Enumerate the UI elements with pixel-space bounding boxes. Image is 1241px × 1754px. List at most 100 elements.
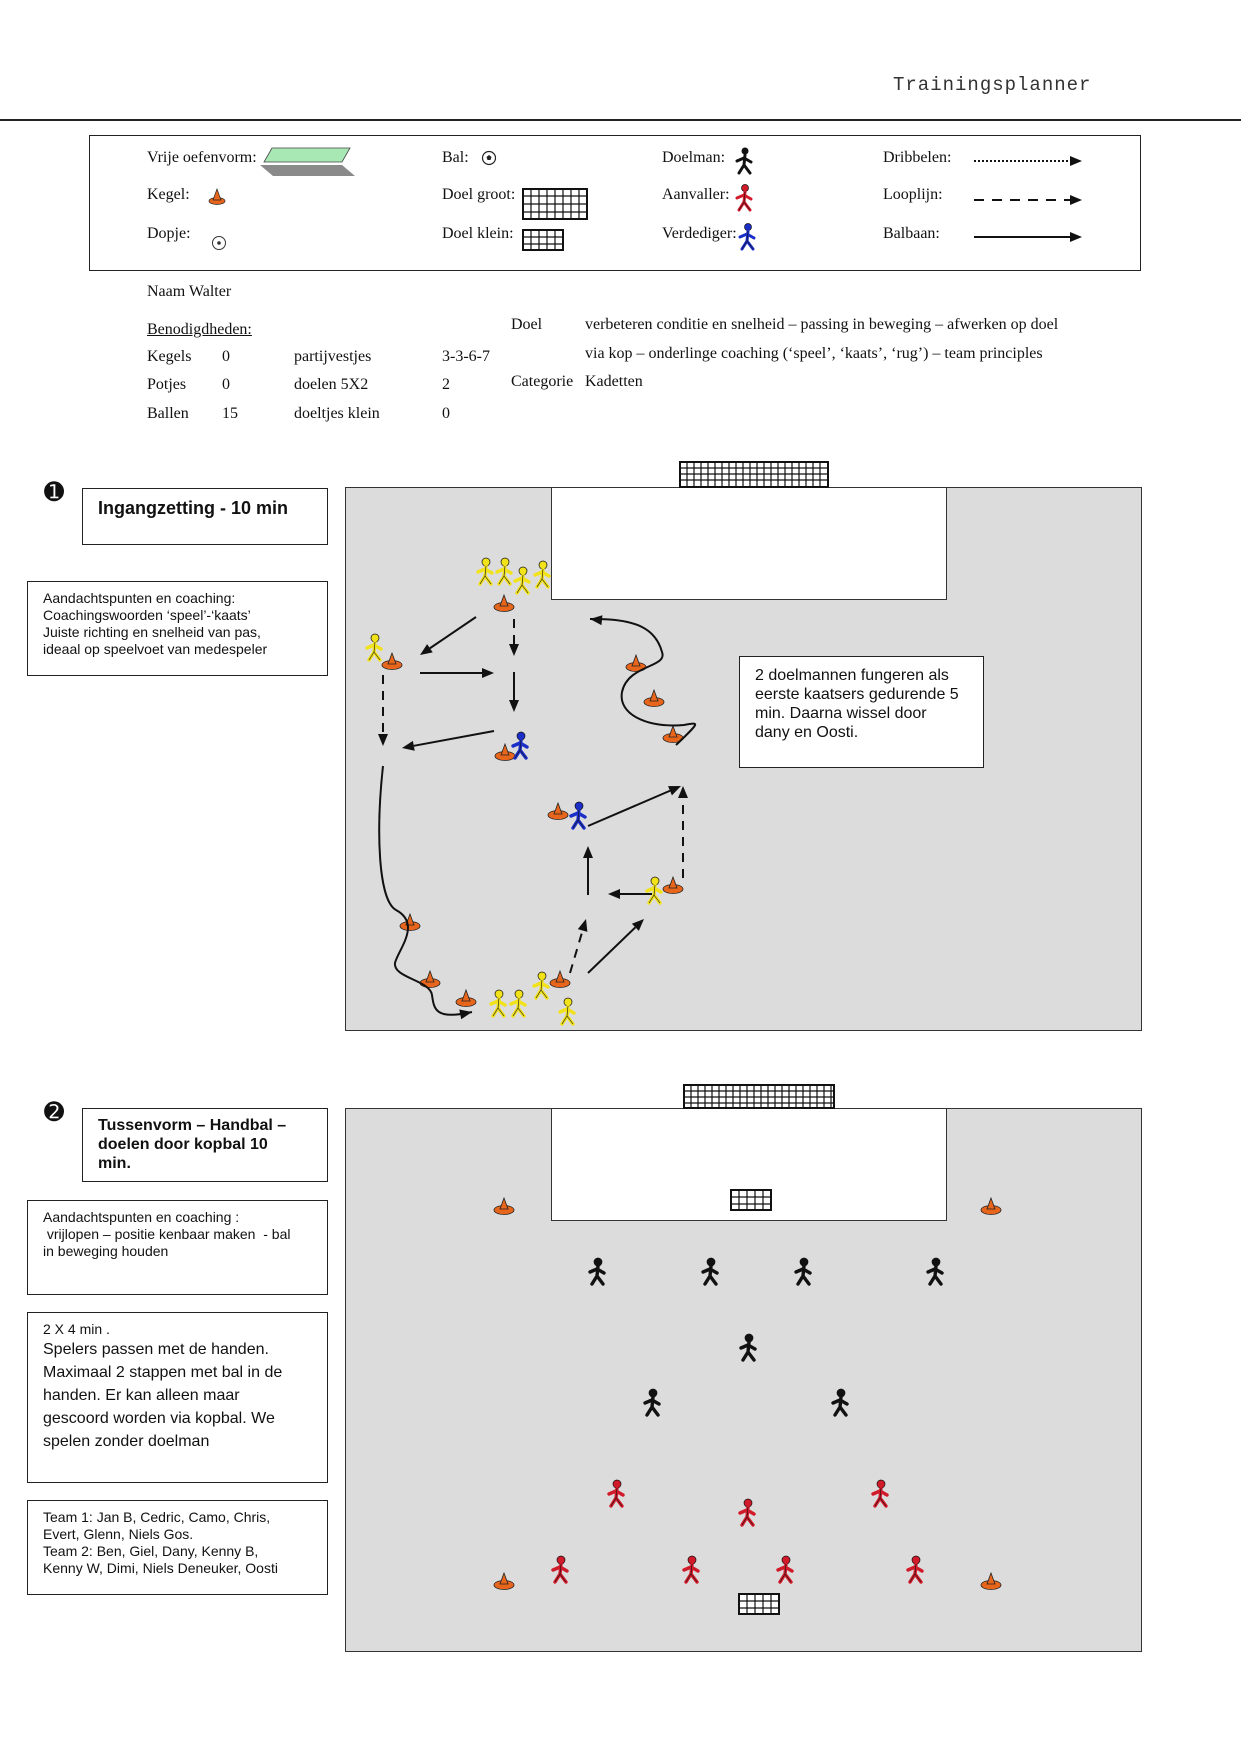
legend-doelman-label: Doelman: [662, 149, 726, 166]
red-player [738, 1498, 756, 1527]
cone-icon [493, 593, 515, 612]
section2-rules-line: gescoord worden via kopbal. We [43, 1410, 275, 1427]
goal-text-line1: verbeteren conditie en snelheid – passin… [585, 316, 1059, 333]
pass-arrow [420, 668, 494, 678]
section1-title-box: Ingangzetting - 10 min [82, 488, 328, 545]
pass-arrow [587, 919, 644, 974]
section2-coaching-line: Aandachtspunten en coaching : [43, 1209, 240, 1225]
cone-icon [493, 1571, 515, 1590]
run-arrow [378, 675, 388, 746]
section1-coaching-box: Aandachtspunten en coaching: Coachingswo… [27, 581, 328, 676]
yellow-player [533, 560, 551, 589]
section1-penalty-area [551, 487, 947, 600]
cone-icon [455, 988, 477, 1007]
cone-icon [980, 1196, 1002, 1215]
section2-teams-line: Team 1: Jan B, Cedric, Camo, Chris, [43, 1509, 271, 1525]
yellow-player [645, 876, 663, 905]
black-player [739, 1333, 757, 1362]
pass-arrow [608, 889, 652, 899]
section1-coaching-line: Aandachtspunten en coaching: [43, 590, 236, 606]
goal-label: Doel [511, 316, 543, 333]
dribble-path [589, 615, 696, 746]
yellow-player [495, 557, 513, 586]
section2-coaching-box: Aandachtspunten en coaching : vrijlopen … [27, 1200, 328, 1295]
cone-icon [549, 969, 571, 988]
equipment-cell: doelen 5X2 [294, 376, 369, 393]
equipment-cell: 0 [442, 405, 450, 422]
pass-arrow [587, 786, 681, 827]
pass-arrow [402, 730, 495, 751]
equipment-cell: 0 [222, 376, 230, 393]
legend-kegel-label: Kegel: [147, 186, 190, 203]
red-player [871, 1479, 889, 1508]
cone-icon [208, 187, 226, 205]
legend-box: Vrije oefenvorm: Kegel: Dopje: Bal: Doel… [89, 135, 1141, 271]
attacker-icon [735, 184, 753, 212]
legend-looplijn-label: Looplijn: [883, 186, 943, 203]
equipment-cell: 3-3-6-7 [442, 348, 490, 365]
legend-dopje-label: Dopje: [147, 225, 191, 242]
big-goal-icon [522, 188, 588, 220]
equipment-cell: 0 [222, 348, 230, 365]
section1-note-line: 2 doelmannen fungeren als [755, 667, 949, 684]
red-player [607, 1479, 625, 1508]
section2-big-goal [683, 1084, 835, 1109]
yellow-player [489, 989, 507, 1018]
small-goal-icon [730, 1189, 772, 1211]
legend-vrije-label: Vrije oefenvorm: [147, 149, 257, 166]
blue-player [511, 731, 529, 760]
cone-icon [494, 742, 516, 761]
legend-verdediger-label: Verdediger: [662, 225, 737, 242]
section2-goal-net [684, 1085, 834, 1108]
black-player [588, 1257, 606, 1286]
section2-coaching-line: in beweging houden [43, 1243, 169, 1259]
coach-name: Naam Walter [147, 283, 232, 300]
red-player [906, 1555, 924, 1584]
black-player [831, 1388, 849, 1417]
section1-number: ➊ [44, 480, 65, 506]
dribble-line-icon [974, 156, 1082, 166]
cone-icon [381, 651, 403, 670]
pass-arrow [420, 616, 477, 655]
section1-title: Ingangzetting - 10 min [98, 498, 289, 518]
yellow-player [509, 989, 527, 1018]
equipment-cell: Ballen [147, 405, 189, 422]
run-line-icon [974, 195, 1082, 205]
equipment-cell: 15 [222, 405, 238, 422]
section2-rules-line: handen. Er kan alleen maar [43, 1387, 240, 1404]
legend-bal-label: Bal: [442, 149, 469, 166]
black-player [794, 1257, 812, 1286]
legend-dribbelen-label: Dribbelen: [883, 149, 952, 166]
section2-title-line: Tussenvorm – Handbal – [98, 1117, 287, 1134]
section1-coaching-line: Juiste richting en snelheid van pas, [43, 624, 261, 640]
defender-icon [738, 223, 756, 251]
section1-note-line: eerste kaatsers gedurende 5 [755, 686, 959, 703]
cone-icon [662, 875, 684, 894]
section2-coaching-line: vrijlopen – positie kenbaar maken - bal [43, 1226, 291, 1242]
goal-text-line2: via kop – onderlinge coaching (‘speel’, … [585, 345, 1043, 362]
section2-title-line: doelen door kopbal 10 [98, 1136, 268, 1153]
run-arrow [509, 619, 519, 656]
section1-note-line: dany en Oosti. [755, 724, 859, 741]
section2-title-line: min. [98, 1155, 131, 1172]
equipment-cell: Potjes [147, 376, 187, 393]
section2-rules-line: Maximaal 2 stappen met bal in de [43, 1364, 283, 1381]
cone-icon [980, 1571, 1002, 1590]
black-player [701, 1257, 719, 1286]
pass-line-icon [974, 232, 1082, 242]
section1-coaching-line: Coachingswoorden ‘speel’-‘kaats’ [43, 607, 251, 623]
section2-rules-line: spelen zonder doelman [43, 1433, 210, 1450]
section2-rules-head: 2 X 4 min . [43, 1321, 110, 1337]
section2-rules-line: Spelers passen met de handen. [43, 1341, 269, 1358]
header-divider [0, 119, 1241, 121]
pass-arrow [583, 846, 593, 895]
yellow-player [558, 997, 576, 1026]
black-player [643, 1388, 661, 1417]
section1-big-goal [679, 461, 829, 488]
blue-player [569, 801, 587, 830]
equipment-cell: doeltjes klein [294, 405, 380, 422]
red-player [551, 1555, 569, 1584]
cone-icon [493, 1196, 515, 1215]
